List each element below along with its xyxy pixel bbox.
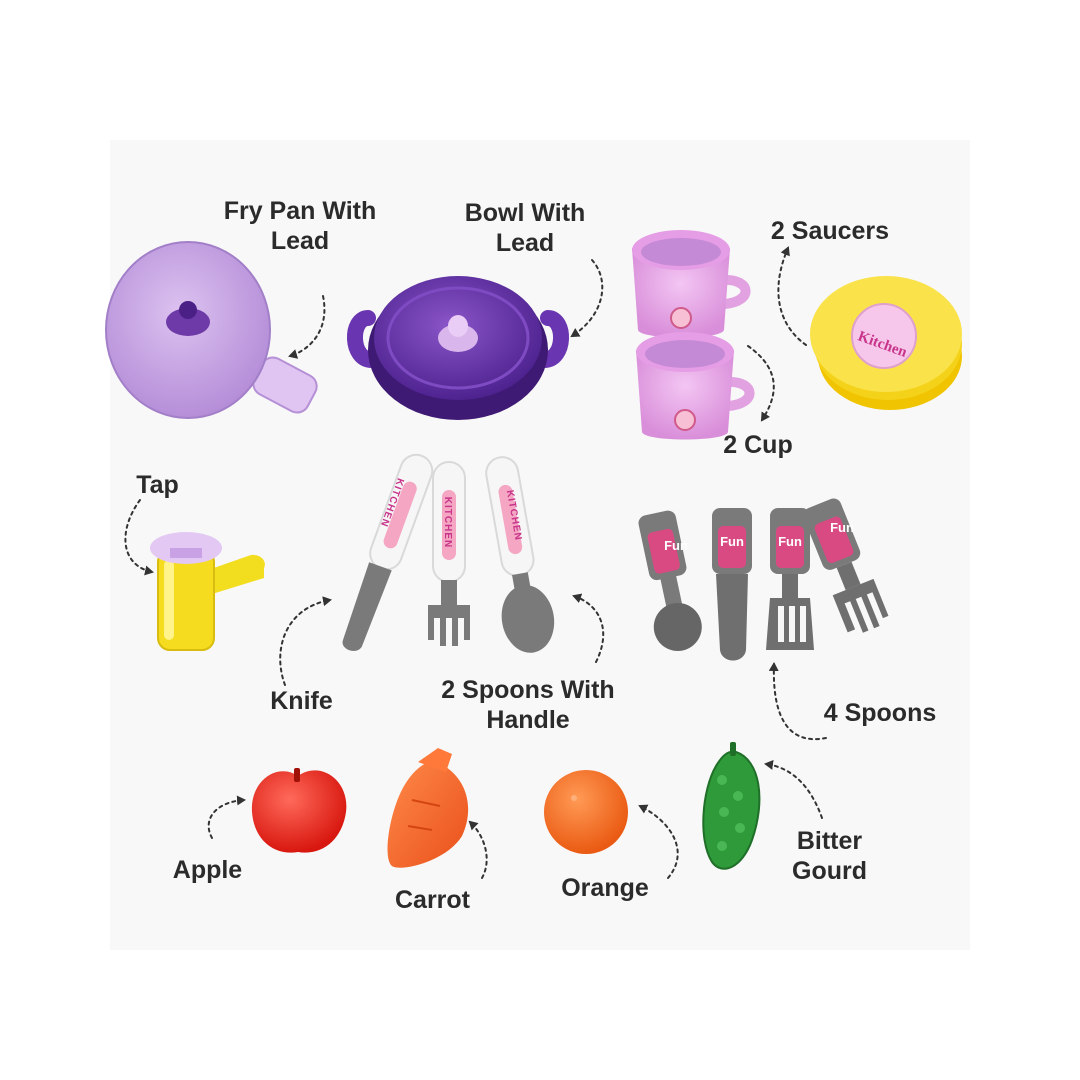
- spatula-icon: [766, 508, 814, 650]
- measuring-spoon-icon: [638, 510, 702, 651]
- butter-knife-icon: [712, 508, 752, 661]
- apple-icon: [251, 768, 347, 853]
- label-orange: Orange: [561, 874, 649, 902]
- fun-tag-text: Fun: [830, 520, 854, 535]
- bitter-gourd-icon: [702, 742, 761, 870]
- label-cups: 2 Cup: [723, 431, 793, 459]
- label-bowl: Bowl With Lead: [464, 199, 586, 257]
- spoon-with-handle-icon: [485, 456, 555, 653]
- fork-icon: [803, 498, 889, 633]
- saucer-icon: Kitchen: [810, 276, 962, 410]
- fork-with-handle-icon: [428, 461, 470, 646]
- carrot-icon: [387, 748, 469, 868]
- label-spoons-with-handle: 2 Spoons With Handle: [441, 676, 615, 734]
- bowl-icon: [347, 276, 569, 420]
- label-carrot: Carrot: [394, 886, 470, 914]
- label-tap: Tap: [136, 471, 179, 499]
- cutlery-handle-text: KITCHEN: [442, 496, 454, 549]
- label-apple: Apple: [172, 856, 243, 884]
- label-knife: Knife: [270, 687, 333, 715]
- label-bitter-gourd: Bitter Gourd: [792, 827, 867, 885]
- orange-icon: [544, 770, 628, 854]
- fun-tag-text: Fun: [664, 538, 688, 553]
- cup-icon: [632, 230, 751, 338]
- label-fry-pan: Fry Pan With Lead: [223, 197, 377, 255]
- fun-tag-text: Fun: [720, 534, 744, 549]
- fun-tag-text: Fun: [778, 534, 802, 549]
- label-saucers: 2 Saucers: [770, 217, 890, 245]
- label-four-spoons: 4 Spoons: [823, 699, 937, 727]
- fry-pan-icon: [105, 241, 318, 419]
- cup-icon: [636, 332, 755, 440]
- knife-with-handle-icon: [342, 453, 434, 651]
- tap-icon: [150, 532, 265, 651]
